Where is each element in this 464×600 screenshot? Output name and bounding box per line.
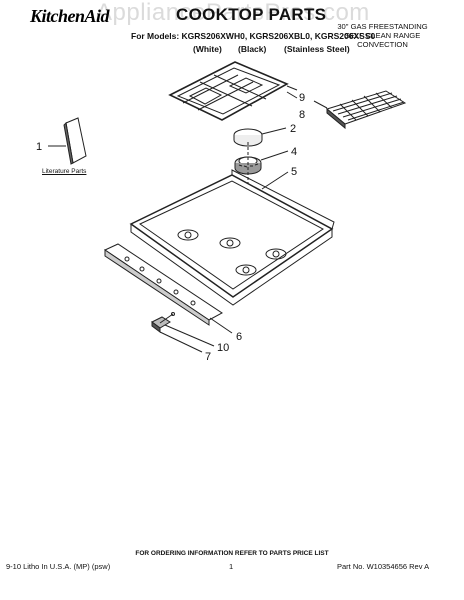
callout-9: 9	[299, 92, 305, 104]
burner-grate-illustration	[168, 61, 289, 121]
leader-line-2	[261, 127, 287, 135]
finish-stainless: (Stainless Steel)	[284, 44, 350, 54]
leader-line-6	[209, 317, 233, 334]
callout-7: 7	[205, 351, 211, 363]
leader-line-5	[261, 171, 289, 190]
models-line: For Models: KGRS206XWH0, KGRS206XBL0, KG…	[131, 31, 376, 41]
leader-line-8	[286, 91, 298, 99]
leader-line-7	[159, 331, 203, 353]
callout-2: 2	[290, 123, 296, 135]
callout-8: 8	[299, 109, 305, 121]
finish-white: (White)	[193, 44, 222, 54]
literature-booklet-illustration	[63, 117, 87, 165]
cooktop-illustration	[129, 169, 335, 306]
part-number: Part No. W10354656 Rev A	[337, 562, 430, 571]
range-line-1: 30" GAS FREESTANDING	[337, 22, 428, 31]
watermark-text: AppliancePartsPros.com	[96, 0, 370, 26]
ordering-info: FOR ORDERING INFORMATION REFER TO PARTS …	[135, 550, 329, 557]
finish-black: (Black)	[238, 44, 267, 54]
leader-line-4	[260, 150, 289, 161]
callout-6: 6	[236, 331, 242, 343]
callout-4: 4	[291, 146, 297, 158]
burner-cap-illustration	[233, 128, 263, 147]
page-number: 1	[229, 562, 234, 571]
range-line-3: CONVECTION	[357, 40, 408, 49]
print-info: 9-10 Litho In U.S.A. (MP) (psw)	[6, 562, 111, 571]
knob-illustration	[151, 312, 175, 333]
range-description: 30" GAS FREESTANDING SELF CLEAN RANGE CO…	[320, 22, 445, 49]
range-line-2: SELF CLEAN RANGE	[344, 31, 421, 40]
brand-logo: KitchenAid	[30, 6, 110, 26]
leader-line-9a	[286, 85, 298, 91]
callout-1: 1	[36, 141, 42, 153]
control-panel-illustration	[103, 243, 223, 326]
literature-parts-label: Literature Parts	[42, 168, 87, 175]
leader-line-10	[164, 324, 215, 347]
callout-5: 5	[291, 166, 297, 178]
grate-detail-illustration	[325, 90, 407, 130]
callout-10: 10	[217, 342, 229, 354]
leader-line-9	[313, 100, 328, 109]
page-title: COOKTOP PARTS	[176, 5, 327, 24]
